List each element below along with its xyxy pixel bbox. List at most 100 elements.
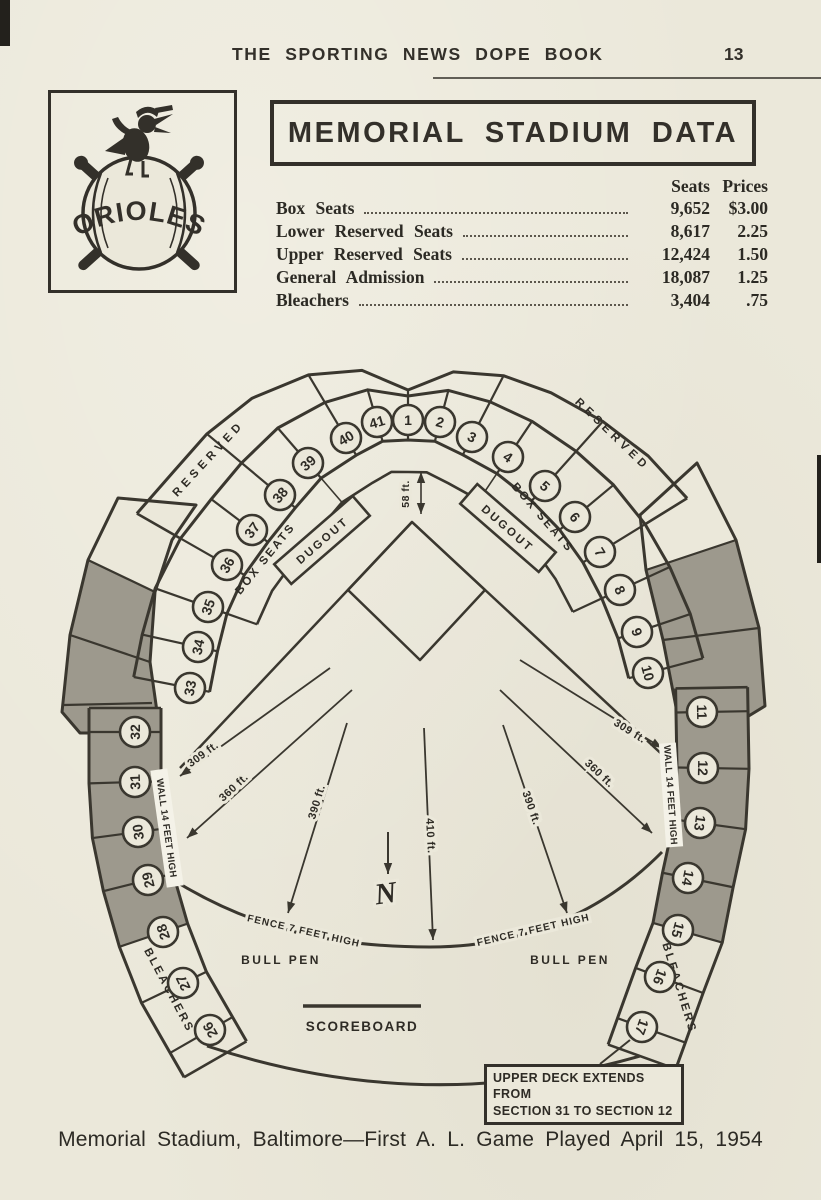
section-number: 33 xyxy=(181,679,200,698)
dotted-leader xyxy=(462,234,628,237)
section-number: 15 xyxy=(668,920,688,940)
seat-count: 8,617 xyxy=(670,221,710,241)
section-marker xyxy=(118,715,152,749)
section-marker xyxy=(329,421,363,455)
section-marker xyxy=(173,671,207,705)
dotted-leader xyxy=(434,280,628,283)
pricing-row: Lower Reserved Seats 8,617 2.25 xyxy=(276,221,768,244)
diagram-label: SCOREBOARD xyxy=(306,1019,419,1034)
section-marker xyxy=(193,1013,227,1047)
pricing-table-header: Seats Prices xyxy=(276,176,768,198)
section-marker xyxy=(683,806,717,840)
diagram-label: FENCE 7 FEET HIGH xyxy=(246,913,361,950)
diagram-label: 360 ft. xyxy=(217,771,251,804)
section-marker xyxy=(423,405,457,439)
section-marker xyxy=(661,913,695,947)
seat-price: .75 xyxy=(746,290,768,310)
section-number: 2 xyxy=(434,413,446,431)
section-number: 14 xyxy=(679,869,698,888)
section-number: 16 xyxy=(650,967,670,987)
diagram-label: RESERVED xyxy=(572,396,652,473)
section-number: 12 xyxy=(695,760,711,776)
diagram-label: 309 ft. xyxy=(611,717,647,746)
seats-column-header: Seats xyxy=(671,176,710,196)
diagram-label: 58 ft. xyxy=(400,480,412,508)
section-marker xyxy=(181,630,215,664)
section-number: 13 xyxy=(691,814,709,832)
seat-price: $3.00 xyxy=(728,198,768,218)
section-number: 32 xyxy=(127,724,143,740)
diagram-label: BULL PEN xyxy=(530,953,610,967)
section-marker xyxy=(671,861,705,895)
seat-price: 2.25 xyxy=(737,221,768,241)
section-marker xyxy=(455,420,489,454)
playing-field xyxy=(179,520,669,1087)
orioles-logo: ORIOLES xyxy=(48,90,237,293)
section-marker xyxy=(491,440,525,474)
section-marker xyxy=(686,751,720,785)
scan-artifact xyxy=(0,0,10,46)
section-marker xyxy=(685,695,719,729)
section-number: 40 xyxy=(335,427,357,449)
upper-deck-note: UPPER DECK EXTENDS FROM SECTION 31 TO SE… xyxy=(484,1064,684,1125)
diagram-label: N xyxy=(372,876,400,912)
section-marker xyxy=(528,469,562,503)
diagram-label: 360 ft. xyxy=(582,757,616,790)
section-marker xyxy=(166,966,200,1000)
section-marker xyxy=(121,815,155,849)
section-number: 1 xyxy=(404,412,412,428)
upper-deck-note-line2: SECTION 31 TO SECTION 12 xyxy=(493,1103,673,1118)
section-marker xyxy=(118,765,152,799)
seat-price: 1.50 xyxy=(737,244,768,264)
section-number: 26 xyxy=(199,1019,221,1041)
section-number: 28 xyxy=(153,922,173,942)
section-number: 36 xyxy=(216,554,238,576)
wall-label: WALL 14 FEET HIGH xyxy=(658,742,684,848)
section-number: 35 xyxy=(198,597,218,617)
header-rule xyxy=(433,77,821,79)
section-number: 29 xyxy=(138,870,157,889)
dotted-leader xyxy=(461,257,628,260)
upper-deck-blocks xyxy=(60,461,767,735)
dotted-leader xyxy=(358,303,628,306)
diagram-label: FENCE 7 FEET HIGH xyxy=(476,912,591,949)
page-number: 13 xyxy=(724,44,744,64)
section-marker xyxy=(620,615,654,649)
seat-count: 3,404 xyxy=(670,290,710,310)
section-marker xyxy=(625,1010,659,1044)
section-marker xyxy=(191,590,225,624)
seat-category-label: Lower Reserved Seats xyxy=(276,221,453,241)
section-number: 30 xyxy=(129,823,147,841)
stadium-data-title: MEMORIAL STADIUM DATA xyxy=(287,116,739,149)
seat-count: 9,652 xyxy=(670,198,710,218)
section-number: 11 xyxy=(694,704,710,719)
section-marker xyxy=(131,863,165,897)
seat-price: 1.25 xyxy=(737,267,768,287)
diagram-label: 410 ft. xyxy=(423,818,437,854)
seat-category-label: General Admission xyxy=(276,267,425,287)
diagram-label: BULL PEN xyxy=(241,953,321,967)
section-marker xyxy=(263,478,297,512)
seat-count: 18,087 xyxy=(661,267,710,287)
section-marker xyxy=(210,548,244,582)
diagram-label: 390 ft. xyxy=(519,789,542,826)
scan-artifact xyxy=(817,455,821,563)
stadium-data-title-box: MEMORIAL STADIUM DATA xyxy=(270,100,756,166)
page-title: THE SPORTING NEWS DOPE BOOK xyxy=(232,44,604,64)
prices-column-header: Prices xyxy=(722,176,768,196)
dotted-leader xyxy=(364,211,628,214)
section-number: 31 xyxy=(127,774,143,790)
pricing-row: Box Seats 9,652 $3.00 xyxy=(276,198,768,221)
oriole-bird-icon xyxy=(105,105,173,178)
section-marker xyxy=(391,403,425,437)
section-marker xyxy=(291,446,325,480)
seat-category-label: Box Seats xyxy=(276,198,355,218)
diagram-label: 390 ft. xyxy=(306,783,328,820)
section-marker xyxy=(146,915,180,949)
section-marker xyxy=(631,656,665,690)
